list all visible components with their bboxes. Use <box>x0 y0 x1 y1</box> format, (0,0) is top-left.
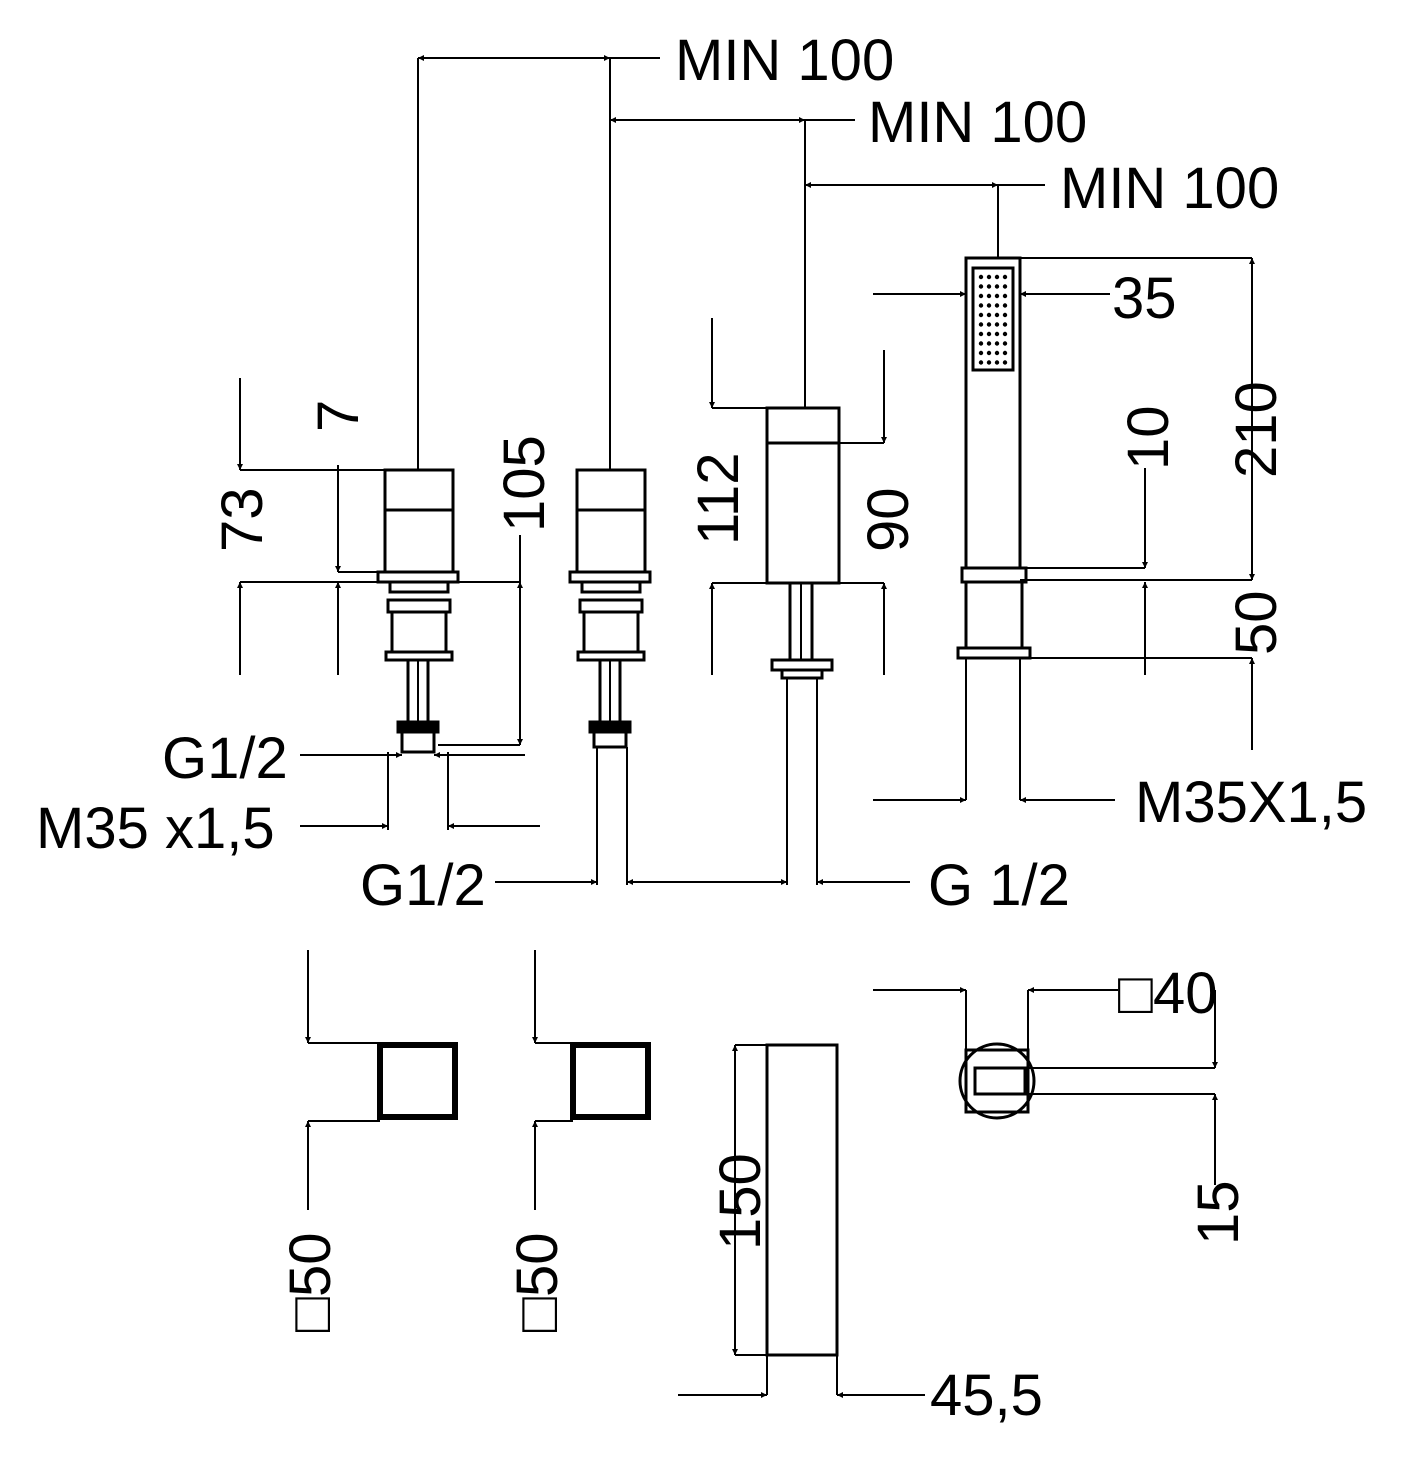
nozzle-dot <box>994 303 1000 308</box>
thread-m35-right-label: M35X1,5 <box>1135 770 1367 835</box>
nozzle-dot <box>1002 293 1008 299</box>
left-valve <box>376 468 460 830</box>
min-spacing-label-1: MIN 100 <box>675 28 894 93</box>
nozzle-dot <box>978 360 984 365</box>
handle-top-view-right: □50 <box>505 950 651 1332</box>
hand-shower-length-label: 210 <box>1224 381 1289 478</box>
nozzle-dot <box>1002 322 1008 327</box>
nozzle-grid <box>978 274 1008 365</box>
nozzle-dot <box>994 322 1000 327</box>
nozzle-dot <box>994 293 1000 299</box>
nozzle-dot <box>994 341 1000 346</box>
nozzle-dot <box>986 312 992 318</box>
nozzle-dot <box>1002 312 1008 318</box>
nozzle-dot <box>986 322 992 327</box>
hand-shower <box>956 256 1032 800</box>
spout-side <box>765 406 841 885</box>
nozzle-dot <box>994 350 1000 356</box>
hand-shower-width-label: 35 <box>1112 266 1177 331</box>
nozzle-dot <box>994 312 1000 318</box>
nozzle-dot <box>978 341 984 346</box>
min-spacing-label-3: MIN 100 <box>1060 156 1279 221</box>
nozzle-dot <box>986 303 992 308</box>
nozzle-dot <box>978 284 984 289</box>
nozzle-dot <box>978 312 984 318</box>
thread-g12-right-label: G 1/2 <box>928 853 1070 918</box>
thread-g12-left-label: G1/2 <box>162 726 288 791</box>
nozzle-dot <box>994 284 1000 289</box>
nozzle-dot <box>1002 350 1008 356</box>
nozzle-dot <box>978 322 984 327</box>
holder-square-label: □40 <box>1118 961 1218 1026</box>
holder-offset-label: 15 <box>1186 1180 1251 1245</box>
nozzle-dot <box>986 293 992 299</box>
spout-body-label: 90 <box>856 487 921 552</box>
nozzle-dot <box>986 360 992 365</box>
nozzle-dot <box>986 350 992 356</box>
nozzle-dot <box>1002 284 1008 289</box>
nozzle-dot <box>986 274 992 280</box>
nozzle-dot <box>1002 360 1008 365</box>
nozzle-dot <box>978 350 984 356</box>
nozzle-dot <box>978 303 984 308</box>
nozzle-dot <box>978 293 984 299</box>
handle-top-view-left: □50 <box>278 950 458 1332</box>
spout-top-view: 150 45,5 <box>678 1043 1043 1428</box>
spout-total-label: 112 <box>686 453 751 545</box>
hand-shower-collar-label: 10 <box>1116 405 1181 470</box>
thread-m35-left-label: M35 x1,5 <box>36 796 275 861</box>
nozzle-dot <box>994 331 1000 337</box>
nozzle-dot <box>978 274 984 280</box>
left-valve-dimensions: 73 7 105 G1/2 M35 x1,5 <box>36 378 557 861</box>
spout-width-label: 45,5 <box>930 1363 1043 1428</box>
nozzle-dot <box>986 284 992 289</box>
min-spacing-label-2: MIN 100 <box>868 90 1087 155</box>
thread-g12-center-label: G1/2 <box>360 853 486 918</box>
nozzle-dot <box>1002 274 1008 280</box>
nozzle-dot <box>1002 341 1008 346</box>
valve-total-label: 105 <box>492 435 557 532</box>
spacing-dimensions: MIN 100 MIN 100 MIN 100 <box>417 28 1279 470</box>
holder-top-view: □40 15 <box>873 961 1251 1245</box>
nozzle-dot <box>994 274 1000 280</box>
spout-length-label: 150 <box>708 1153 773 1250</box>
nozzle-dot <box>1002 303 1008 308</box>
nozzle-dot <box>978 331 984 337</box>
nozzle-dot <box>986 341 992 346</box>
spout-dimensions: 112 90 G1/2 G 1/2 <box>360 318 1070 918</box>
valve-collar-label: 7 <box>306 400 371 432</box>
middle-valve <box>568 468 652 885</box>
nozzle-dot <box>1002 331 1008 337</box>
hand-shower-dimensions: 35 210 10 50 M35X1,5 <box>873 257 1367 835</box>
nozzle-dot <box>994 360 1000 365</box>
nozzle-dot <box>986 331 992 337</box>
valve-height-label: 73 <box>210 487 275 552</box>
handle-size-label-1: □50 <box>278 1232 343 1332</box>
holder-height-label: 50 <box>1224 590 1289 655</box>
handle-size-label-2: □50 <box>505 1232 570 1332</box>
